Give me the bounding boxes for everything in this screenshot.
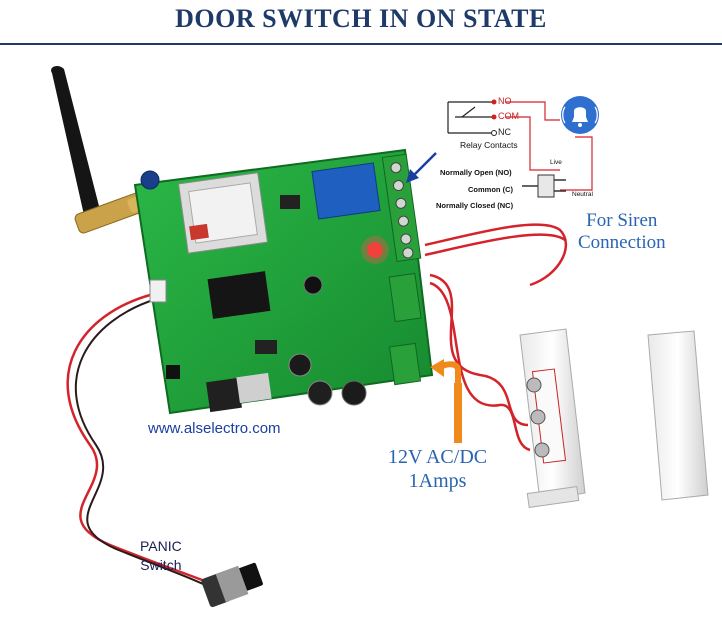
page-title: DOOR SWITCH IN ON STATE <box>175 4 547 33</box>
panic-line2: Switch <box>140 557 182 573</box>
neutral-label: Neutral <box>572 191 593 198</box>
photo-frame: NO COM NC Relay Contacts Normally Open (… <box>0 43 722 622</box>
siren-connection-label: For Siren Connection <box>578 210 666 254</box>
panic-push-button <box>201 562 263 608</box>
relay-no-label: NO <box>498 96 512 106</box>
normally-open-label: Normally Open (NO) <box>440 168 512 177</box>
power-label-line1: 12V AC/DC <box>388 446 488 468</box>
relay-com-label: COM <box>498 111 519 121</box>
power-plug-icon <box>537 174 555 198</box>
siren-label-line2: Connection <box>578 232 666 253</box>
terminal-pointer-arrow <box>411 152 437 178</box>
relay-nc-label: NC <box>498 127 511 137</box>
relay-contacts-label: Relay Contacts <box>460 140 518 150</box>
power-label-line2: 1Amps <box>408 470 467 492</box>
panic-wire <box>66 293 216 587</box>
website-label: www.alselectro.com <box>148 420 281 437</box>
magnetic-door-switch <box>519 328 709 508</box>
common-label: Common (C) <box>468 185 513 194</box>
normally-closed-label: Normally Closed (NC) <box>436 201 514 210</box>
board-photo <box>51 66 709 608</box>
gsm-board <box>133 148 434 415</box>
siren-label-line1: For Siren <box>586 210 658 231</box>
relay-contacts-diagram <box>447 96 599 198</box>
power-label: 12V AC/DC 1Amps <box>388 445 487 493</box>
power-arrow <box>430 359 462 443</box>
panic-line1: PANIC <box>140 538 182 554</box>
siren-wire <box>424 223 568 287</box>
live-label: Live <box>550 159 562 166</box>
panic-switch-label: PANIC Switch <box>140 537 182 575</box>
